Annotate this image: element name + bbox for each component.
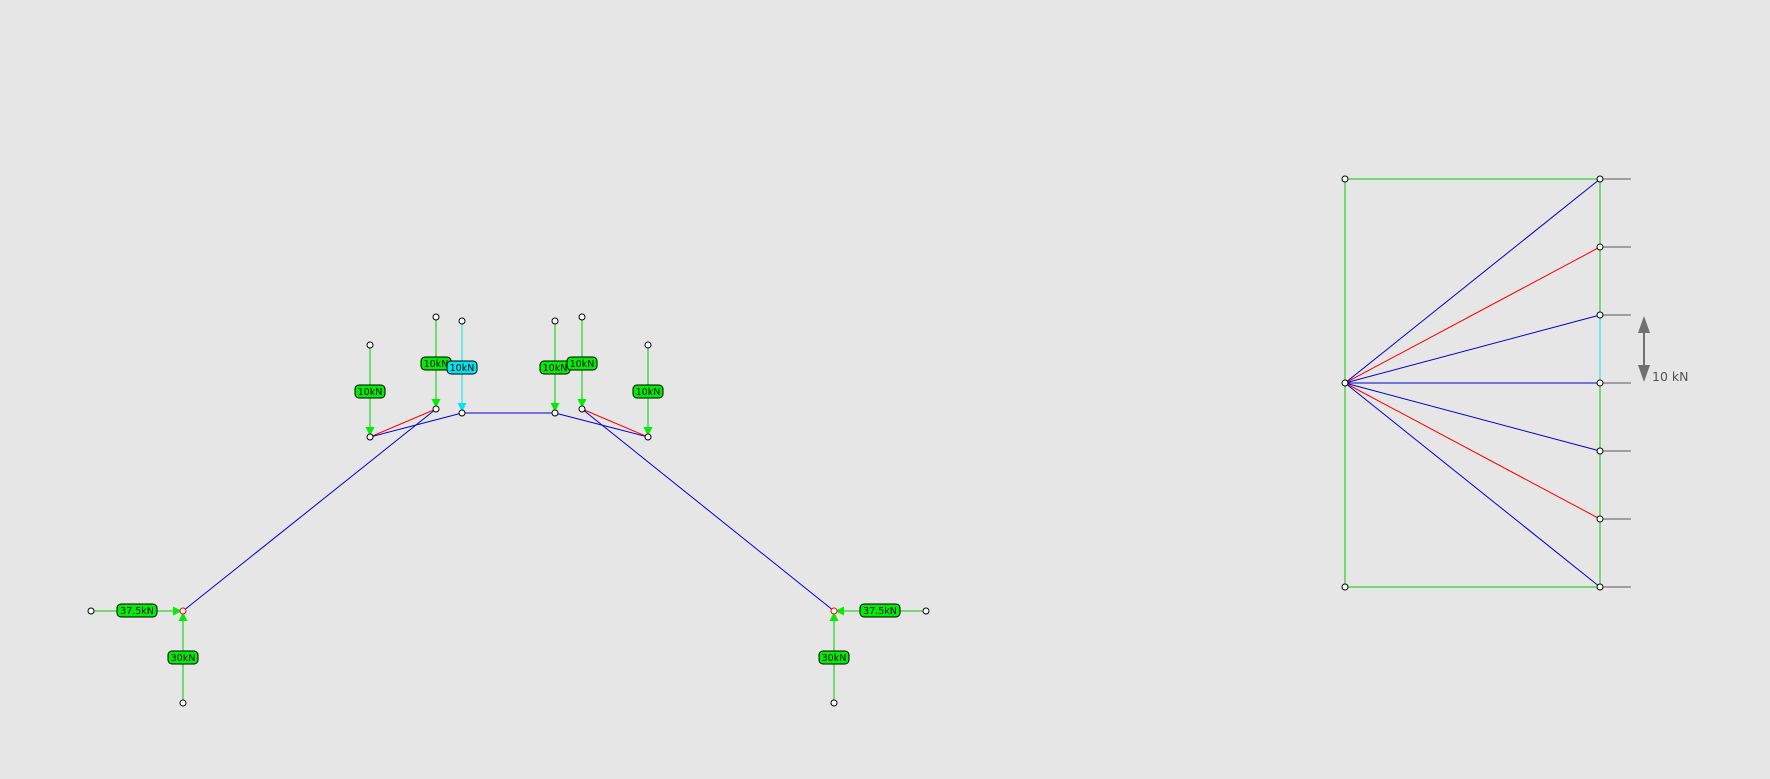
load-label-3: 10kN (450, 363, 475, 374)
reaction-label-left-v: 30kN (171, 653, 196, 664)
support-reactions: 37.5kN 30kN 37.5kN 30kN (87, 603, 930, 707)
support-node-left[interactable] (179, 607, 187, 615)
applied-loads: 10kN 10kN 10kN 10kN (354, 313, 664, 436)
force-ray[interactable] (1344, 382, 1601, 588)
force-ray[interactable] (1344, 314, 1601, 384)
load-label-6: 10kN (636, 387, 661, 398)
form-nodes (179, 405, 838, 615)
member-left-short[interactable] (369, 412, 463, 438)
force-ray[interactable] (1344, 382, 1601, 452)
force-node[interactable] (1596, 379, 1604, 387)
force-ray[interactable] (1344, 382, 1601, 520)
member-left-diagonal[interactable] (182, 408, 437, 612)
support-node-right[interactable] (830, 607, 838, 615)
load-arrow-2[interactable]: 10kN (420, 313, 452, 408)
force-tick-stubs (1600, 178, 1631, 588)
reaction-label-right-h: 37.5kN (863, 606, 897, 617)
form-node[interactable] (551, 409, 559, 417)
force-pole-node[interactable] (1341, 379, 1349, 387)
load-arrow-6[interactable]: 10kN (632, 341, 664, 436)
load-arrow-4[interactable]: 10kN (539, 317, 571, 412)
reaction-right-vertical[interactable]: 30kN (818, 612, 850, 707)
member-right-diagonal[interactable] (581, 408, 835, 612)
force-node[interactable] (1596, 243, 1604, 251)
force-ray[interactable] (1344, 178, 1601, 384)
reaction-label-left-h: 37.5kN (120, 606, 154, 617)
force-ray[interactable] (1344, 246, 1601, 384)
form-node[interactable] (458, 409, 466, 417)
load-label-4: 10kN (543, 363, 568, 374)
force-node[interactable] (1341, 175, 1349, 183)
reaction-left-horizontal[interactable]: 37.5kN (87, 603, 182, 618)
load-arrow-5[interactable]: 10kN (566, 313, 598, 408)
load-label-2: 10kN (424, 359, 449, 370)
member-left-tension[interactable] (369, 408, 437, 438)
load-arrow-1[interactable]: 10kN (354, 341, 386, 436)
reaction-left-vertical[interactable]: 30kN (167, 612, 199, 707)
member-right-tension[interactable] (581, 408, 649, 438)
form-node[interactable] (432, 405, 440, 413)
force-diagram: 10 kN (1341, 175, 1688, 591)
form-node[interactable] (644, 433, 652, 441)
force-node[interactable] (1596, 515, 1604, 523)
force-node[interactable] (1596, 311, 1604, 319)
scale-label: 10 kN (1652, 369, 1688, 384)
load-label-5: 10kN (570, 359, 595, 370)
form-node[interactable] (578, 405, 586, 413)
form-diagram: 10kN 10kN 10kN 10kN (87, 313, 930, 707)
force-node[interactable] (1341, 583, 1349, 591)
load-label-1: 10kN (358, 387, 383, 398)
load-arrow-3-selected[interactable]: 10kN (446, 317, 478, 412)
reaction-right-horizontal[interactable]: 37.5kN (835, 603, 930, 618)
force-node[interactable] (1596, 447, 1604, 455)
form-members (182, 408, 835, 612)
force-node[interactable] (1596, 175, 1604, 183)
force-node[interactable] (1596, 583, 1604, 591)
force-scale-bar: 10 kN (1638, 316, 1688, 384)
force-nodes (1341, 175, 1604, 591)
reaction-label-right-v: 30kN (822, 653, 847, 664)
force-rays (1344, 178, 1601, 588)
form-node[interactable] (366, 433, 374, 441)
